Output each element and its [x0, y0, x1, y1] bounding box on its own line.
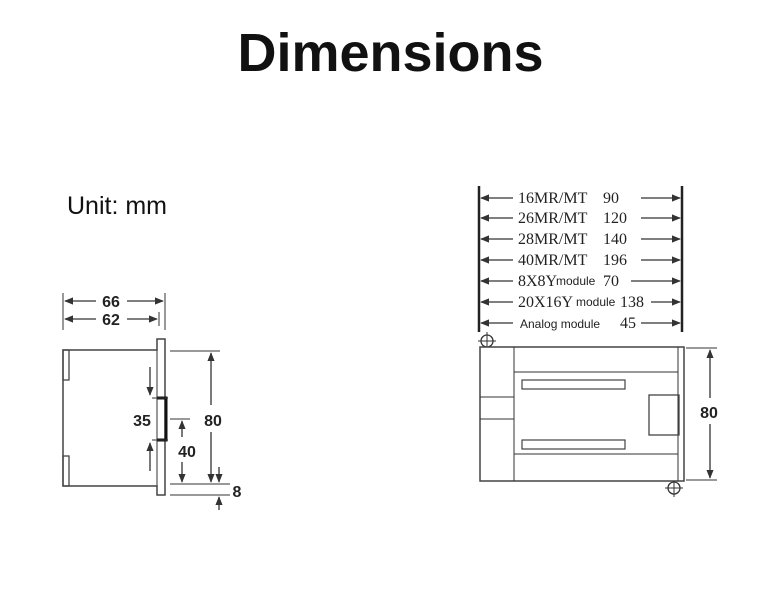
row-model: 20X16Y: [518, 294, 574, 311]
dim-height: 80: [204, 413, 222, 430]
unit-label: Unit: mm: [67, 192, 167, 220]
row-length: 196: [603, 252, 627, 269]
row-model: 8X8Y: [518, 273, 558, 290]
dim-width-inner: 62: [102, 312, 120, 329]
row-length: 140: [603, 231, 627, 248]
dim-front-height: 80: [700, 405, 718, 422]
row-model: 28MR/MT: [518, 231, 588, 248]
row-module: module: [556, 274, 596, 288]
row-module: module: [576, 295, 616, 309]
page-title: Dimensions: [237, 23, 544, 83]
row-model: 26MR/MT: [518, 210, 588, 227]
row-length: 120: [603, 210, 627, 227]
row-length: 45: [620, 315, 636, 332]
dim-offset: 40: [178, 444, 196, 461]
side-view-drawing: 66 62 35 40 80 8: [62, 293, 242, 510]
row-length: 138: [620, 294, 644, 311]
dim-foot: 8: [233, 484, 242, 501]
row-module: Analog module: [520, 317, 600, 331]
row-model: 16MR/MT: [518, 190, 588, 207]
row-length: 90: [603, 190, 619, 207]
front-view-drawing: 16MR/MT 90 26MR/MT 120 28MR/MT 140 40MR/…: [477, 186, 718, 497]
row-length: 70: [603, 273, 619, 290]
dim-rail: 35: [133, 413, 151, 430]
row-model: 40MR/MT: [518, 252, 588, 269]
length-table: 16MR/MT 90 26MR/MT 120 28MR/MT 140 40MR/…: [480, 190, 681, 332]
dim-width-outer: 66: [102, 294, 120, 311]
